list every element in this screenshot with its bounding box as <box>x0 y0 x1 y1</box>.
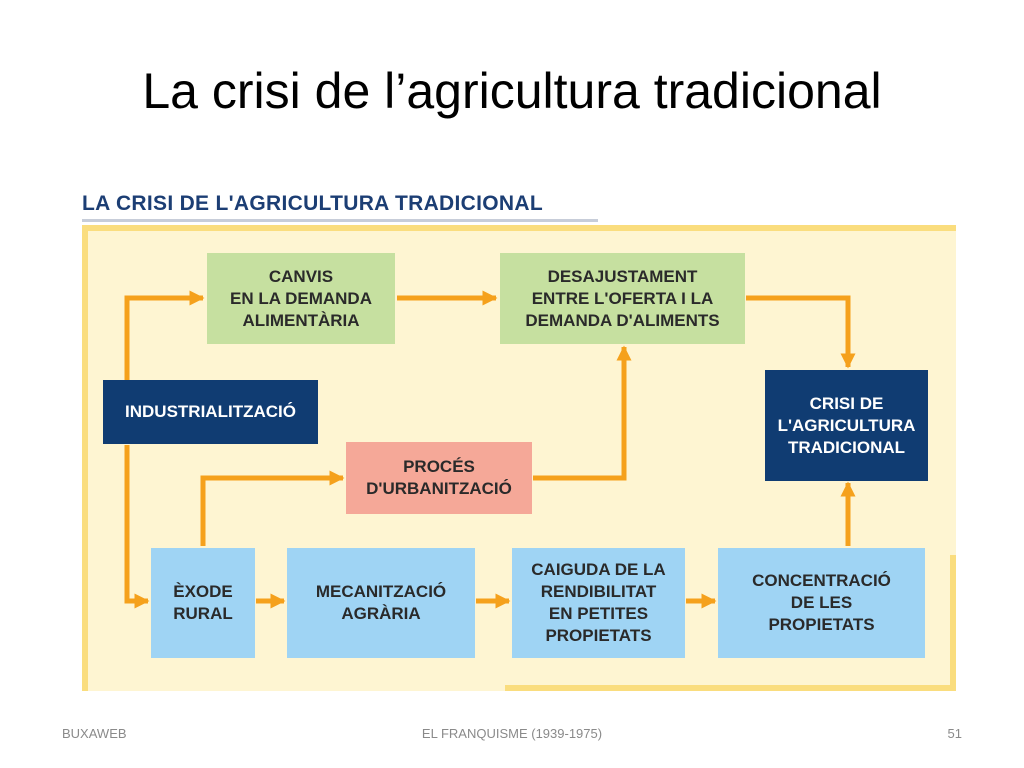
arrow-desajustament-to-crisi <box>746 295 856 369</box>
box-caiguda-rendibilitat: CAIGUDA DE LA RENDIBILITAT EN PETITES PR… <box>512 548 685 658</box>
panel-edge-bottom <box>505 685 956 691</box>
arrow-industrialitzacio-to-exode <box>124 445 150 609</box>
footer-left: BUXAWEB <box>62 726 127 741</box>
arrow-exode-to-proces <box>200 470 345 546</box>
box-industrialitzacio: INDUSTRIALITZACIÓ <box>103 380 318 444</box>
box-concentracio-propietats: CONCENTRACIÓ DE LES PROPIETATS <box>718 548 925 658</box>
box-crisi-agricultura: CRISI DE L'AGRICULTURA TRADICIONAL <box>765 370 928 481</box>
box-exode-rural: ÈXODE RURAL <box>151 548 255 658</box>
arrow-industrialitzacio-to-canvis <box>124 290 205 382</box>
box-desajustament: DESAJUSTAMENT ENTRE L'OFERTA I LA DEMAND… <box>500 253 745 344</box>
arrow-proces-to-desajustament <box>533 345 632 481</box>
box-mecanitzacio-agraria: MECANITZACIÓ AGRÀRIA <box>287 548 475 658</box>
panel-edge-right <box>950 555 956 691</box>
box-canvis-demanda: CANVIS EN LA DEMANDA ALIMENTÀRIA <box>207 253 395 344</box>
figure-title: LA CRISI DE L'AGRICULTURA TRADICIONAL <box>82 192 543 215</box>
box-proces-urbanitzacio: PROCÉS D'URBANITZACIÓ <box>346 442 532 514</box>
footer-center: EL FRANQUISME (1939-1975) <box>421 726 603 741</box>
slide-title: La crisi de l’agricultura tradicional <box>142 63 882 119</box>
figure-title-rule <box>82 219 598 222</box>
footer-page-number: 51 <box>947 726 962 741</box>
